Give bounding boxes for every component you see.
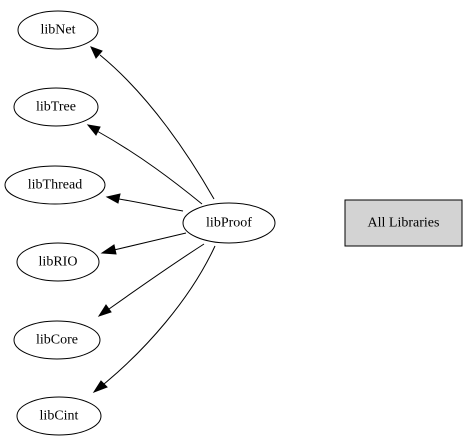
node-libRIO[interactable]: libRIO: [16, 242, 100, 282]
node-libTree[interactable]: libTree: [13, 87, 99, 127]
all-libraries-box: [344, 199, 463, 247]
node-ellipse: [16, 396, 102, 436]
node-ellipse: [13, 320, 101, 360]
node-ellipse: [182, 202, 276, 244]
node-libProof[interactable]: libProof: [182, 202, 276, 244]
edge-libProof-libRIO: [100, 232, 187, 255]
edge-libProof-libCore: [97, 243, 205, 317]
node-label: libCint: [40, 409, 79, 424]
node-label: libThread: [28, 178, 82, 193]
node-label: libNet: [41, 23, 76, 38]
node-libCint[interactable]: libCint: [16, 396, 102, 436]
node-ellipse: [13, 87, 99, 127]
edge-libProof-libCint: [92, 245, 216, 394]
node-libNet[interactable]: libNet: [17, 10, 99, 50]
all-libraries-button[interactable]: All Libraries: [344, 199, 463, 247]
edge-libProof-libThread: [105, 193, 184, 212]
edge-libProof-libNet: [90, 46, 215, 200]
edge-libProof-libTree: [86, 124, 203, 205]
node-label: libCore: [36, 333, 78, 348]
node-label: libTree: [36, 100, 76, 115]
node-ellipse: [4, 165, 106, 205]
edges: [86, 46, 216, 394]
all-libraries-label: All Libraries: [368, 216, 440, 231]
node-label: libProof: [206, 216, 252, 231]
node-label: libRIO: [39, 255, 78, 270]
node-ellipse: [17, 10, 99, 50]
node-libCore[interactable]: libCore: [13, 320, 101, 360]
node-libThread[interactable]: libThread: [4, 165, 106, 205]
node-ellipse: [16, 242, 100, 282]
